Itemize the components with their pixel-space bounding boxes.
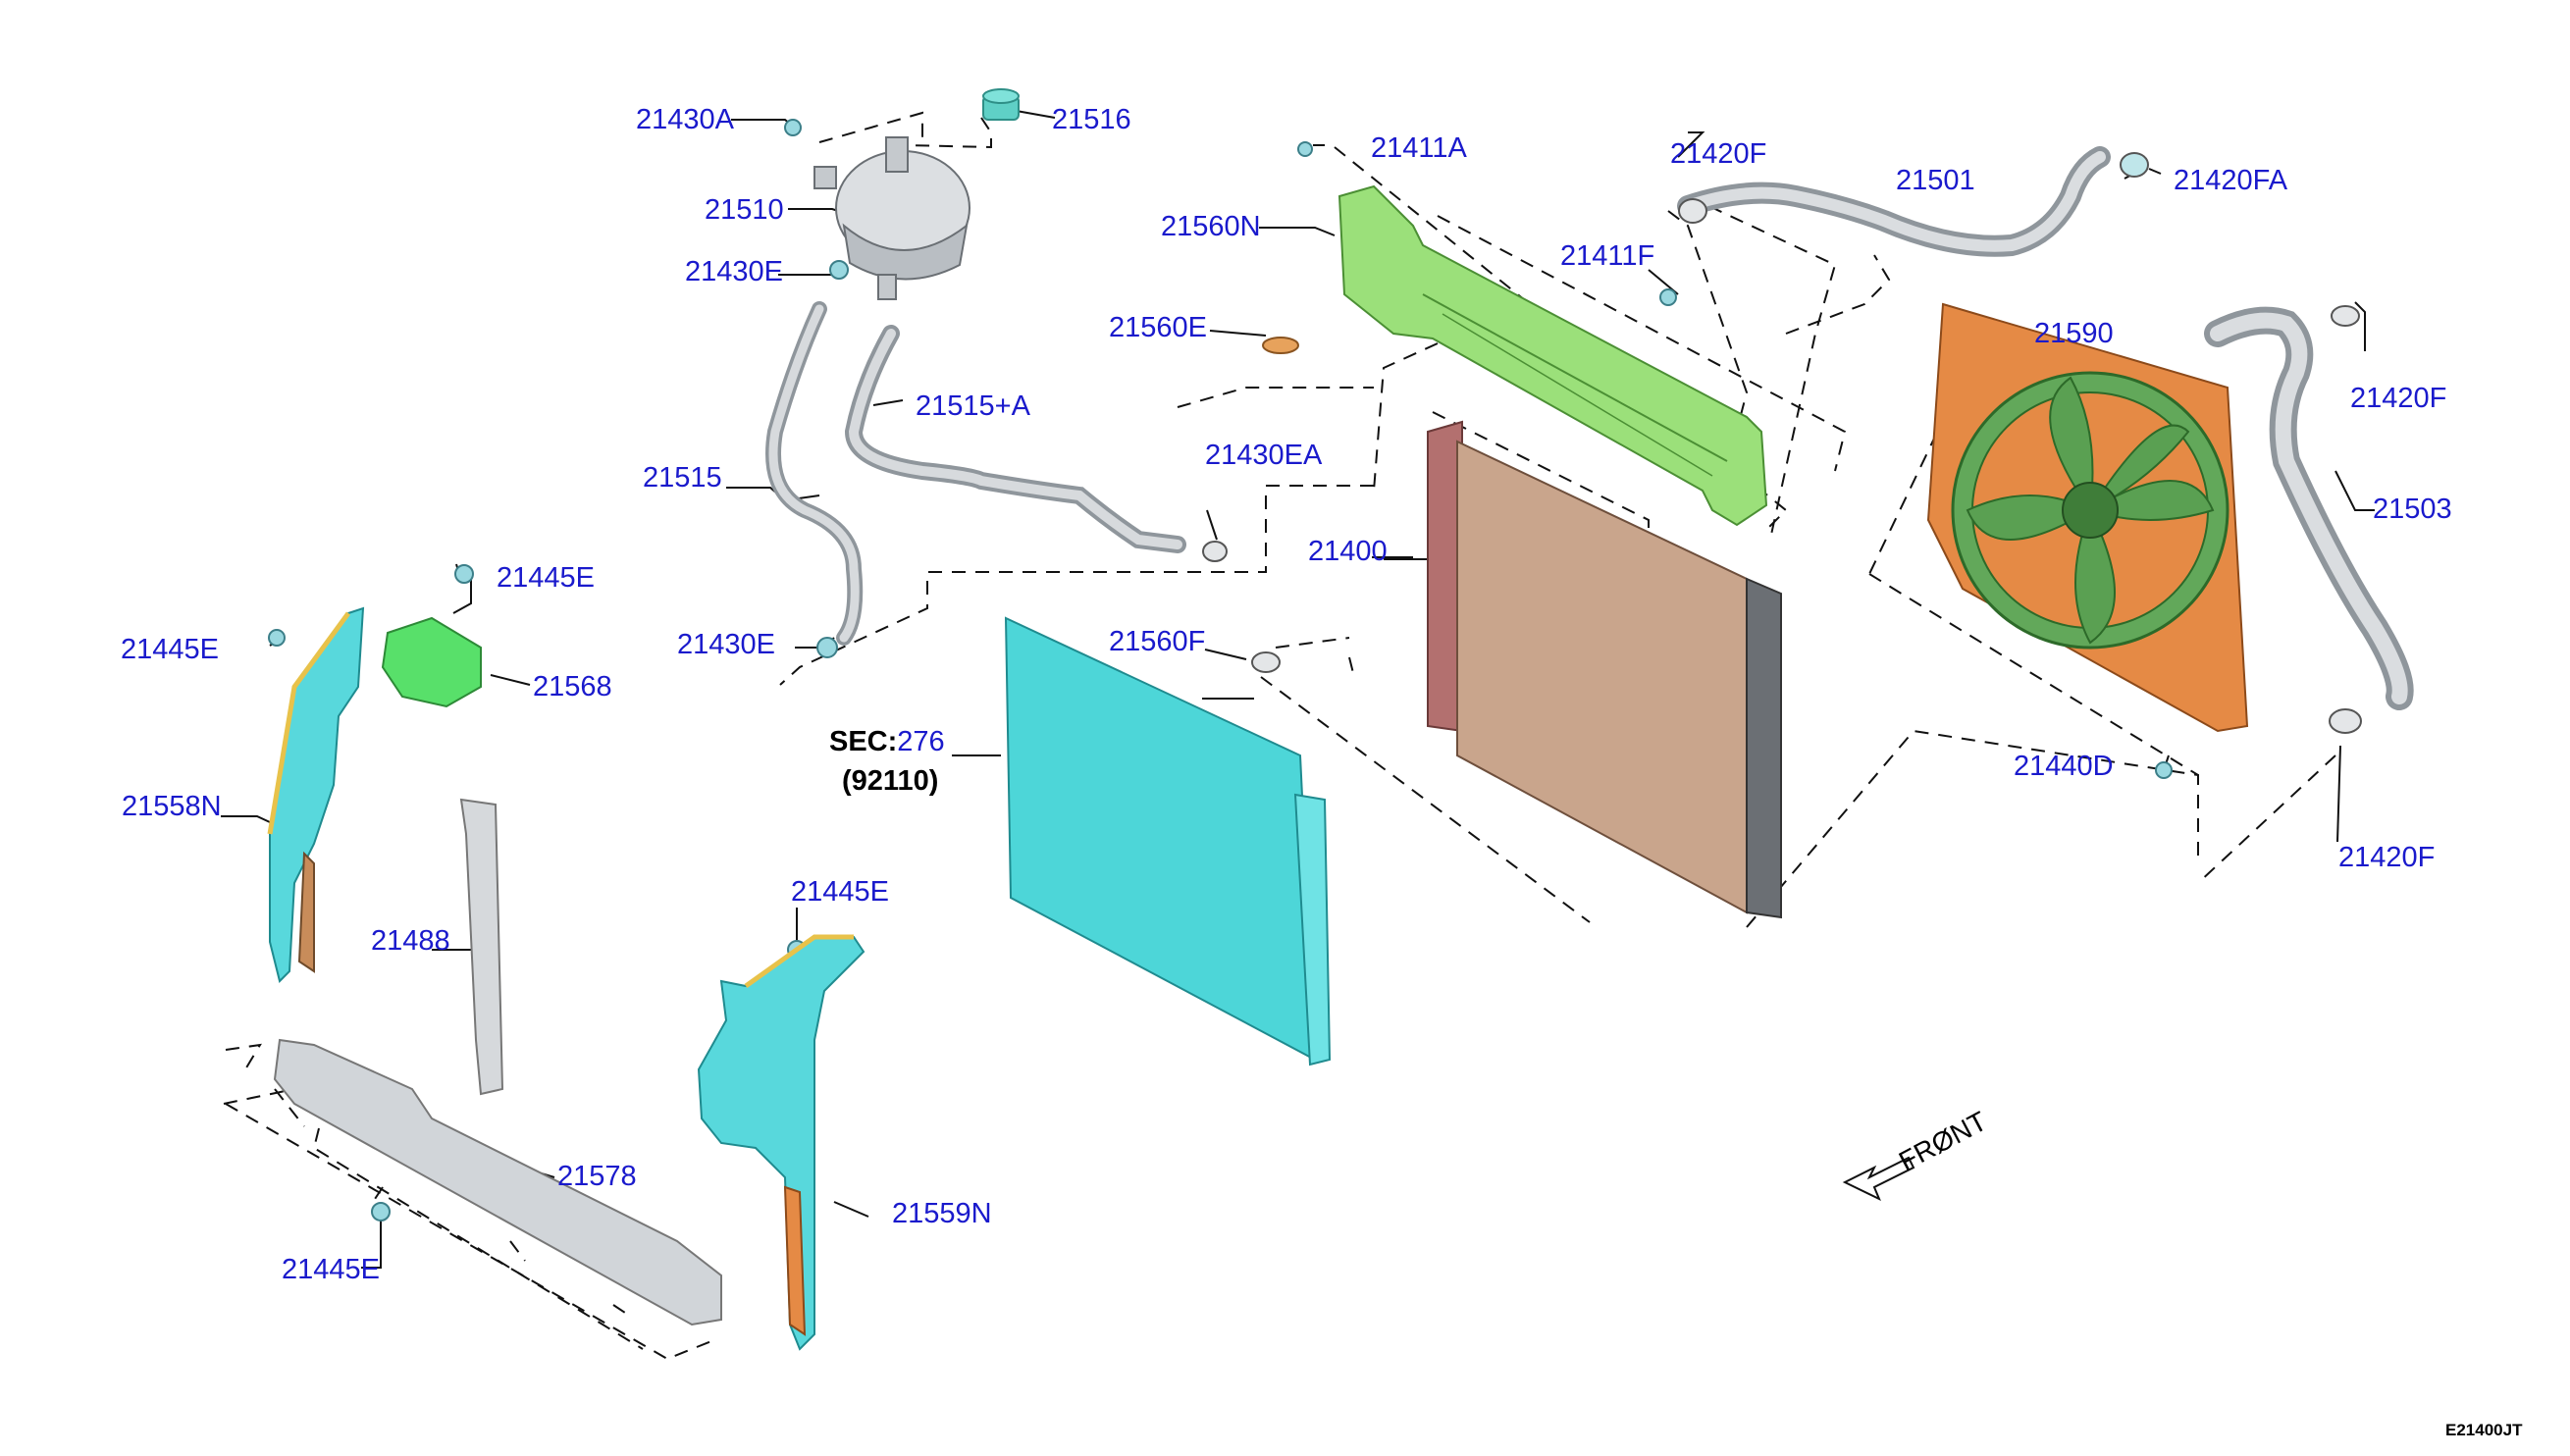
part-label-21560E[interactable]: 21560E (1109, 312, 1207, 343)
hose-clamps (1202, 152, 2362, 734)
part-label-21515[interactable]: 21515 (643, 462, 722, 494)
part-label-21488[interactable]: 21488 (371, 925, 450, 957)
part-label-21568[interactable]: 21568 (533, 671, 612, 702)
part-label-21578[interactable]: 21578 (557, 1161, 637, 1192)
part-label-21445E-c[interactable]: 21445E (791, 876, 889, 908)
part-label-21430EA[interactable]: 21430EA (1205, 440, 1323, 471)
part-label-21420F-bottom[interactable]: 21420F (2338, 842, 2436, 873)
cooling-fan-assembly (1926, 302, 2249, 733)
section-subreference: (92110) (842, 765, 939, 797)
part-label-21430E-top[interactable]: 21430E (685, 256, 783, 287)
section-prefix: SEC: (829, 726, 898, 757)
reservoir-tank (813, 136, 970, 300)
reservoir-hoses (765, 146, 2414, 710)
part-label-21516[interactable]: 21516 (1052, 104, 1131, 135)
drawing-code: E21400JT (2445, 1421, 2523, 1439)
part-label-21515A[interactable]: 21515+A (916, 390, 1030, 422)
part-label-21501[interactable]: 21501 (1896, 165, 1975, 196)
part-label-21420FA[interactable]: 21420FA (2174, 165, 2288, 196)
part-label-21430A[interactable]: 21430A (636, 104, 734, 135)
reservoir-cap (982, 88, 1020, 121)
air-guide-right-21559N (697, 934, 865, 1351)
part-label-21440D[interactable]: 21440D (2014, 751, 2114, 782)
part-label-21560N[interactable]: 21560N (1161, 211, 1261, 242)
part-label-21590[interactable]: 21590 (2034, 318, 2114, 349)
part-label-21445E-d[interactable]: 21445E (282, 1254, 380, 1285)
part-label-21445E-b[interactable]: 21445E (121, 634, 219, 665)
part-label-21400[interactable]: 21400 (1308, 536, 1388, 567)
small-clamps (268, 119, 2173, 1222)
stay-21488 (459, 798, 504, 1096)
part-label-21411F[interactable]: 21411F (1560, 240, 1655, 272)
part-label-21445E-a[interactable]: 21445E (497, 562, 595, 594)
part-label-21559N[interactable]: 21559N (892, 1198, 992, 1229)
air-guide-left-21558N (267, 606, 365, 983)
part-label-21430E-bottom[interactable]: 21430E (677, 629, 775, 660)
section-reference: SEC:276 (829, 728, 945, 756)
part-label-21503[interactable]: 21503 (2373, 494, 2452, 525)
part-label-21558N[interactable]: 21558N (122, 791, 222, 822)
part-label-21560F[interactable]: 21560F (1109, 626, 1206, 657)
part-label-21420F-right[interactable]: 21420F (2350, 383, 2447, 414)
lower-support-21578 (273, 1038, 722, 1326)
part-label-21420F-top[interactable]: 21420F (1670, 138, 1767, 170)
condenser (1004, 616, 1332, 1066)
section-number-link[interactable]: 276 (897, 726, 945, 757)
part-label-21411A[interactable]: 21411A (1371, 132, 1467, 164)
front-arrow (1842, 1156, 1915, 1202)
air-guide-seal-21568 (381, 616, 482, 708)
radiator (1427, 420, 1782, 919)
part-label-21510[interactable]: 21510 (705, 194, 784, 226)
upper-mounting-bracket (1337, 184, 1768, 527)
